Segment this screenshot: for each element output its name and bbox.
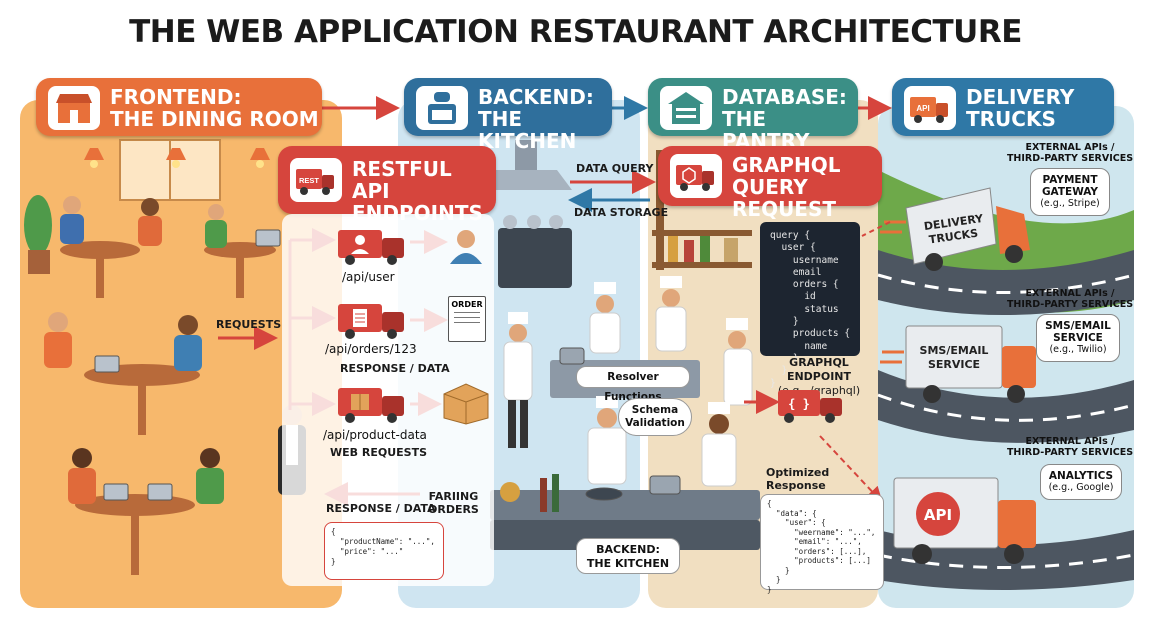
backend-title-line2: THE KITCHEN bbox=[478, 107, 577, 153]
road-1 bbox=[878, 250, 1134, 315]
svg-text:{ }: { } bbox=[788, 397, 810, 411]
response-data-label-2: RESPONSE / DATA bbox=[326, 502, 436, 515]
analytics-card: ANALYTICS(e.g., Google) bbox=[1040, 464, 1122, 500]
backend-banner: BACKEND:THE KITCHEN bbox=[404, 78, 612, 152]
graphql-endpoint-truck: { } bbox=[778, 390, 842, 423]
stove-icon bbox=[498, 228, 572, 288]
external-apis-label-1: EXTERNAL APIs /THIRD-PARTY SERVICES bbox=[1006, 142, 1134, 164]
frontend-banner: FRONTEND:THE DINING ROOM bbox=[36, 78, 322, 136]
chef-stove-icon bbox=[416, 86, 468, 130]
svg-text:SMS/EMAIL: SMS/EMAIL bbox=[920, 344, 989, 357]
rest-json-card: { "productName": "...", "price": "..."} bbox=[324, 522, 444, 580]
svg-text:SERVICE: SERVICE bbox=[928, 358, 980, 371]
page-title: THE WEB APPLICATION RESTAURANT ARCHITECT… bbox=[129, 14, 1022, 50]
graphql-title-line1: GRAPHQL QUERY bbox=[732, 153, 841, 199]
delivery-truck-1: DELIVERY TRUCKS bbox=[905, 187, 1030, 271]
endpoint-user: /api/user bbox=[342, 270, 395, 284]
svg-text:API: API bbox=[916, 104, 929, 113]
endpoint-product: /api/product-data bbox=[323, 428, 427, 442]
backend-title-line1: BACKEND: bbox=[478, 85, 594, 109]
product-endpoint-truck bbox=[338, 388, 404, 423]
order-document-icon: ORDER bbox=[448, 296, 486, 342]
laptop-icons bbox=[94, 229, 281, 501]
plant-icon bbox=[24, 195, 52, 274]
chef-figures bbox=[503, 276, 753, 487]
user-icon bbox=[450, 230, 482, 264]
frontend-title-line1: FRONTEND: bbox=[110, 85, 242, 109]
graphql-query-code: query { user { username email orders { i… bbox=[760, 222, 860, 389]
backend-kitchen-footer: BACKEND:THE KITCHEN bbox=[576, 538, 680, 574]
pantry-shelves bbox=[652, 150, 752, 270]
data-query-label: DATA QUERY bbox=[576, 162, 654, 175]
external-apis-label-3: EXTERNAL APIs /THIRD-PARTY SERVICES bbox=[1006, 436, 1134, 458]
delivery-truck-3: API bbox=[893, 477, 1036, 564]
storefront-icon bbox=[48, 86, 100, 130]
database-title-line1: DATABASE: bbox=[722, 85, 847, 109]
svg-text:REST: REST bbox=[299, 176, 319, 185]
pantry-icon bbox=[660, 86, 712, 130]
pot-icons bbox=[559, 347, 681, 501]
graphql-response-card: { "data": { "user": { "weername": "...",… bbox=[760, 494, 884, 594]
response-data-label: RESPONSE / DATA bbox=[340, 362, 450, 375]
motion-lines bbox=[880, 220, 906, 364]
web-requests-label: WEB REQUESTS bbox=[330, 446, 427, 459]
road-2 bbox=[878, 370, 1134, 443]
resolver-functions-label: Resolver Functions bbox=[576, 366, 690, 403]
delivery-title-line1: DELIVERY bbox=[966, 85, 1075, 109]
graphql-truck-icon bbox=[670, 154, 722, 198]
graphql-title-line2: REQUEST bbox=[732, 197, 837, 221]
requests-label: REQUESTS bbox=[216, 318, 282, 331]
endpoint-orders: /api/orders/123 bbox=[325, 342, 417, 356]
svg-text:API: API bbox=[924, 506, 952, 524]
bottle-icons bbox=[500, 474, 559, 512]
frontend-title-line2: THE DINING ROOM bbox=[110, 107, 319, 131]
order-doc-label: ORDER bbox=[451, 300, 483, 309]
api-truck-icon: API bbox=[904, 86, 956, 130]
external-apis-label-2: EXTERNAL APIs /THIRD-PARTY SERVICES bbox=[1006, 288, 1134, 310]
orders-endpoint-truck bbox=[338, 304, 404, 339]
lamp-icons bbox=[84, 148, 270, 168]
database-banner: DATABASE:THE PANTRY bbox=[648, 78, 858, 152]
delivery-truck-2: SMS/EMAIL SERVICE bbox=[905, 325, 1036, 403]
delivery-title-line2: TRUCKS bbox=[966, 107, 1056, 131]
rest-truck-icon: REST bbox=[290, 158, 342, 202]
range-hood-icon bbox=[480, 140, 572, 190]
user-endpoint-truck bbox=[338, 230, 404, 265]
package-box-icon bbox=[443, 383, 489, 425]
diner-figures bbox=[44, 196, 227, 504]
data-storage-label: DATA STORAGE bbox=[574, 206, 669, 219]
rest-title-line1: RESTFUL API bbox=[352, 157, 452, 203]
